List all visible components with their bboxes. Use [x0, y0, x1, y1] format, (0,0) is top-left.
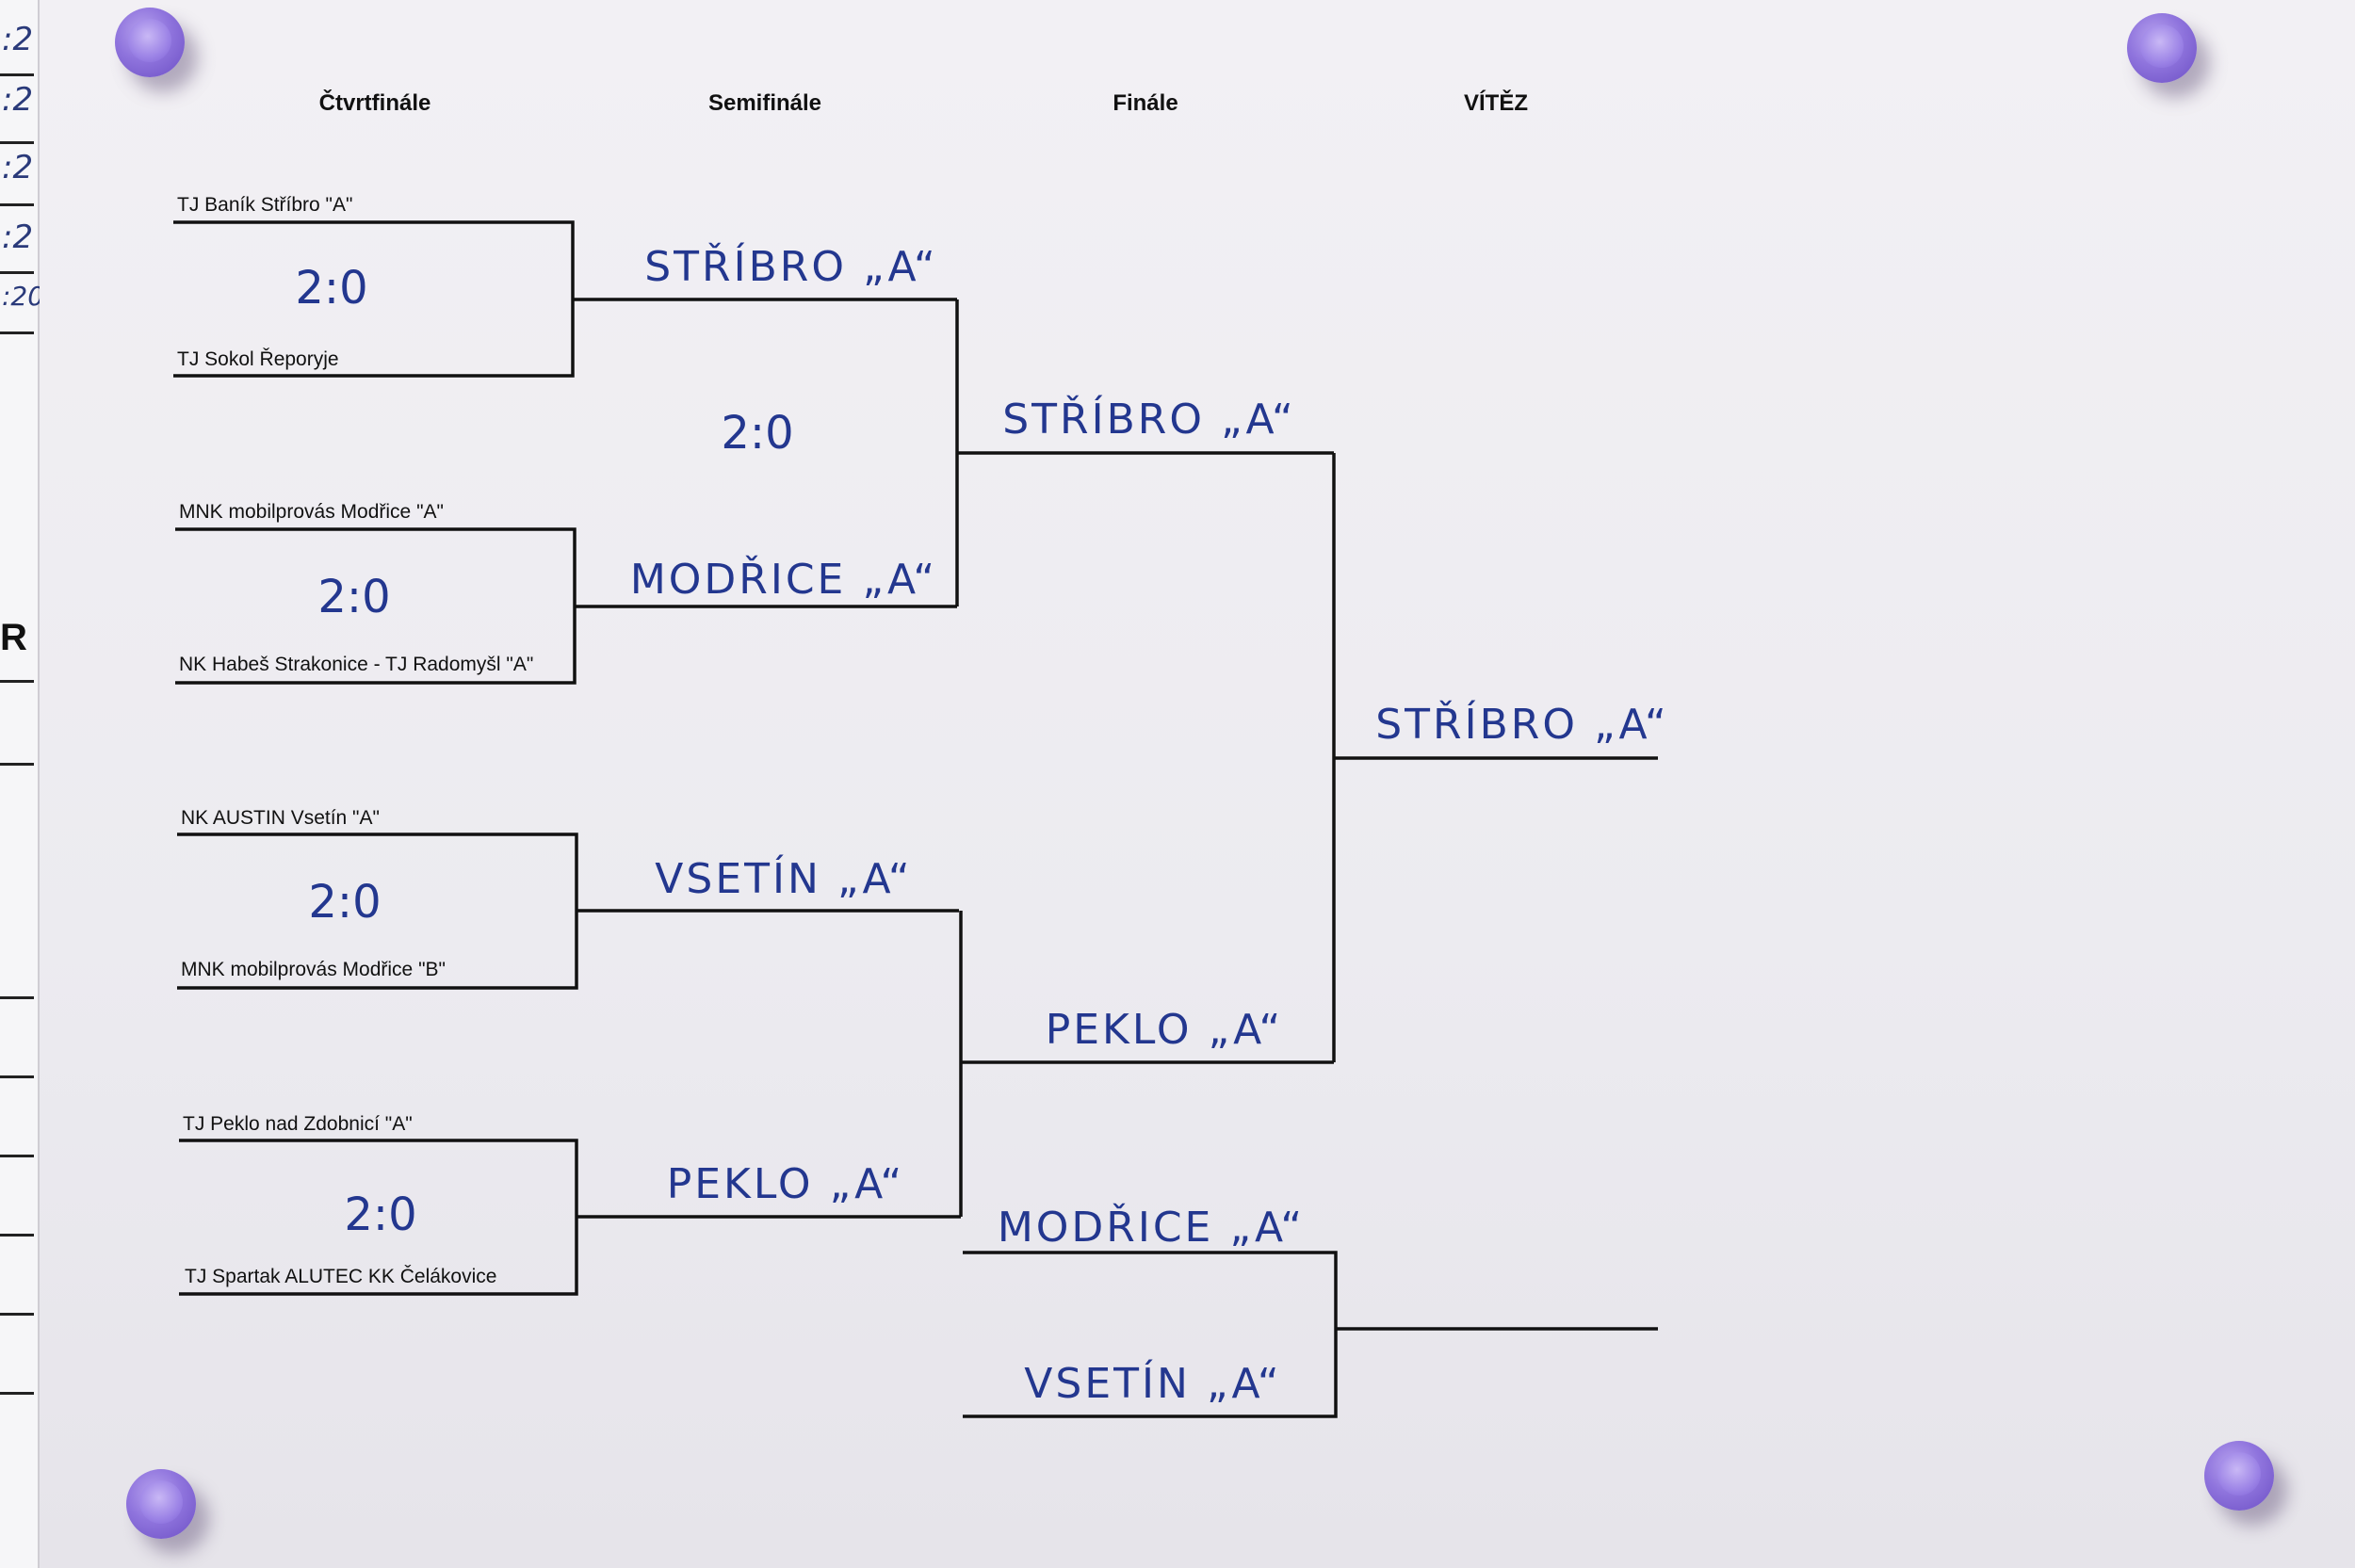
- sf2-team-top: VSETÍN „A“: [655, 855, 913, 903]
- qf2-score: 2:0: [317, 571, 391, 623]
- strip-line: [0, 141, 34, 144]
- sf1-score: 2:0: [721, 407, 794, 460]
- sf1-team-top: STŘÍBRO „A“: [644, 243, 938, 291]
- final-team-bottom: PEKLO „A“: [1045, 1006, 1284, 1054]
- qf4-team-bottom: TJ Spartak ALUTEC KK Čelákovice: [185, 1266, 497, 1287]
- strip-line: [0, 996, 34, 999]
- strip-line: [0, 1234, 34, 1237]
- qf1-team-bottom: TJ Sokol Řeporyje: [177, 348, 339, 370]
- qf4-score: 2:0: [344, 1188, 417, 1241]
- header-quarterfinal: Čtvrtfinále: [318, 90, 431, 116]
- qf2-team-top: MNK mobilprovás Modřice "A": [179, 501, 444, 523]
- header-winner: VÍTĚZ: [1463, 90, 1529, 116]
- strip-line: [0, 203, 34, 206]
- pushpin-icon: [115, 8, 185, 77]
- strip-line: [0, 1313, 34, 1316]
- pushpin-icon: [126, 1469, 196, 1539]
- pushpin-icon: [2127, 13, 2197, 83]
- sf2-team-bottom: PEKLO „A“: [666, 1160, 905, 1208]
- final-team-top: STŘÍBRO „A“: [1002, 396, 1296, 444]
- qf4-team-top: TJ Peklo nad Zdobnicí "A": [183, 1113, 413, 1135]
- strip-score: :2: [2, 149, 34, 186]
- strip-line: [0, 680, 34, 683]
- strip-score: :2: [2, 218, 34, 256]
- sf1-team-bottom: MODŘICE „A“: [629, 556, 938, 604]
- strip-line: [0, 1155, 34, 1157]
- strip-line: [0, 73, 34, 76]
- third-place-team-bottom: VSETÍN „A“: [1024, 1360, 1282, 1408]
- pushpin-icon: [2204, 1441, 2274, 1511]
- header-final: Finále: [1113, 90, 1178, 116]
- qf3-team-bottom: MNK mobilprovás Modřice "B": [181, 959, 446, 980]
- strip-letter: R: [0, 617, 27, 658]
- qf3-score: 2:0: [308, 876, 382, 929]
- third-place-team-top: MODŘICE „A“: [997, 1204, 1306, 1252]
- bracket-sheet: [40, 0, 2355, 1568]
- strip-line: [0, 763, 34, 766]
- qf1-team-top: TJ Baník Stříbro "A": [177, 194, 353, 216]
- strip-line: [0, 1392, 34, 1395]
- strip-score: :2: [2, 21, 34, 58]
- adjacent-sheet-strip: :2 :2 :2 :2 :20 R: [0, 0, 44, 1568]
- strip-line: [0, 331, 34, 334]
- winner-team: STŘÍBRO „A“: [1375, 701, 1669, 749]
- strip-line: [0, 271, 34, 274]
- strip-score: :20: [2, 281, 45, 312]
- qf3-team-top: NK AUSTIN Vsetín "A": [181, 807, 380, 829]
- third-place-bracket: [963, 1251, 1338, 1418]
- header-semifinal: Semifinále: [707, 90, 822, 116]
- qf2-team-bottom: NK Habeš Strakonice - TJ Radomyšl "A": [179, 654, 534, 675]
- strip-score: :2: [2, 81, 34, 119]
- strip-line: [0, 1075, 34, 1078]
- qf1-score: 2:0: [295, 262, 368, 315]
